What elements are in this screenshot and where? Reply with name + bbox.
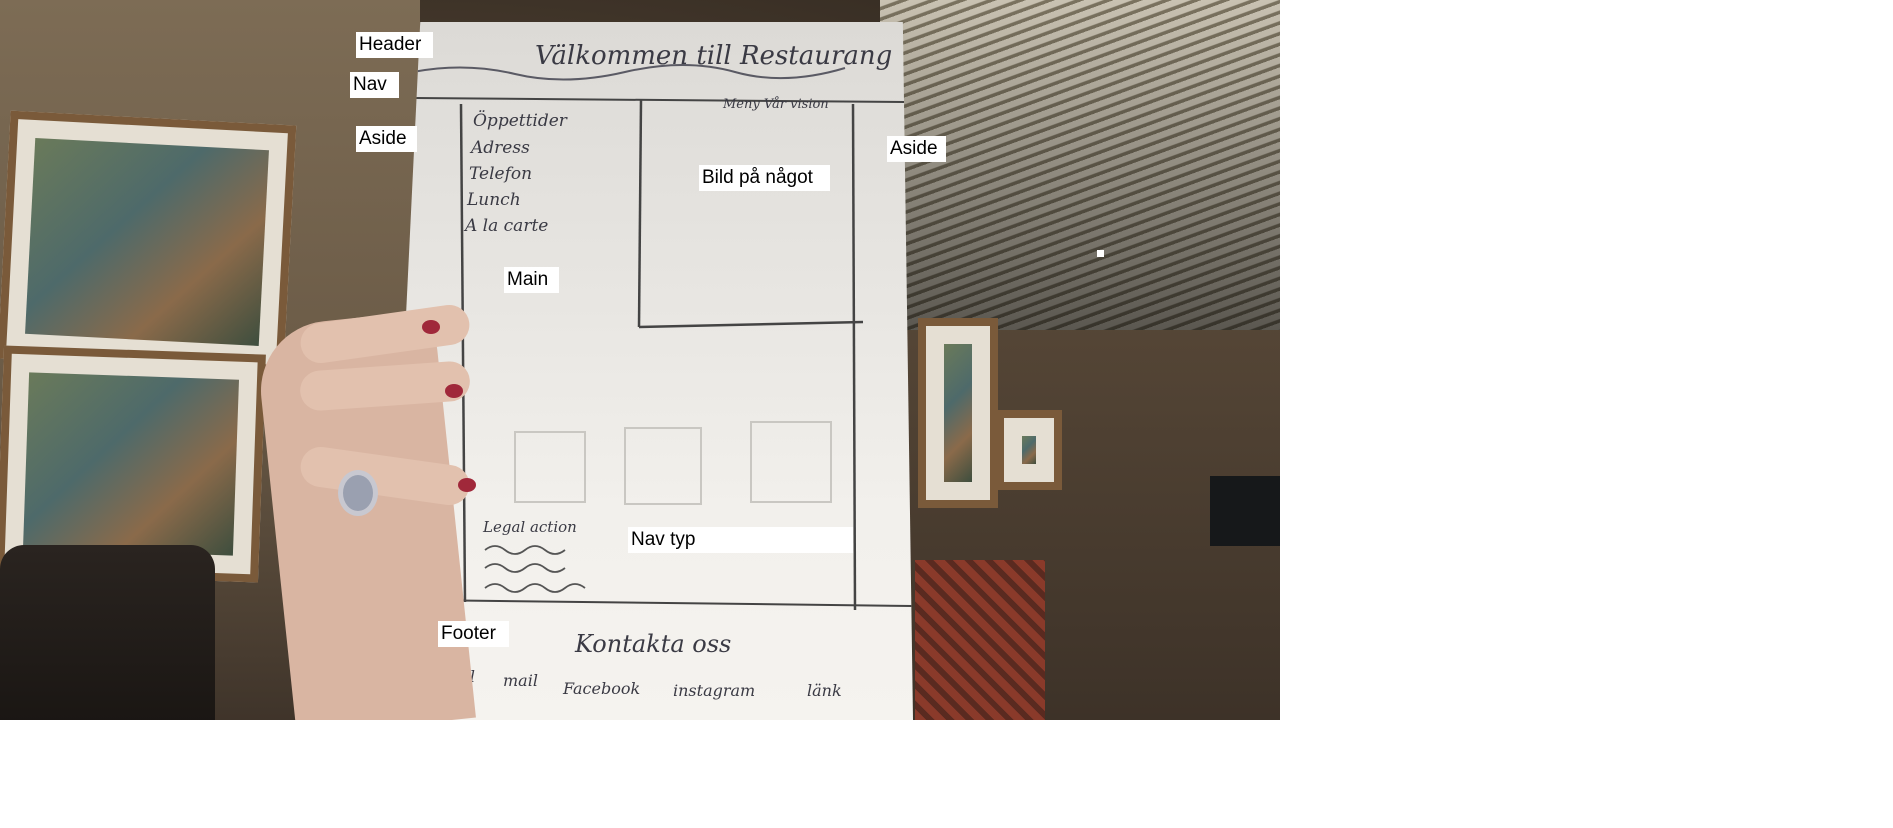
- label-aside-left: Aside: [356, 126, 417, 152]
- sketch-sidebar-item: Öppettider: [473, 110, 568, 131]
- label-nav-type: Nav typ: [628, 527, 853, 553]
- label-main: Main: [504, 267, 559, 293]
- wall-painting: [0, 110, 297, 374]
- photo-background: Välkommen till Restaurang Meny Vår visio…: [0, 0, 1280, 720]
- ceiling-shadow: [880, 0, 1280, 330]
- person-shirt: [915, 560, 1045, 720]
- sketch-sidebar-item: A la carte: [463, 216, 548, 236]
- label-aside-right: Aside: [887, 136, 946, 162]
- ring: [338, 470, 378, 516]
- marker-dot: [1097, 250, 1104, 257]
- wall-painting: [918, 318, 998, 508]
- sketch-title: Välkommen till Restaurang: [535, 41, 892, 71]
- sketch-paper: Välkommen till Restaurang Meny Vår visio…: [405, 22, 913, 720]
- label-image: Bild på något: [699, 165, 830, 191]
- label-footer: Footer: [438, 621, 509, 647]
- sketch-footer-link: Facebook: [562, 679, 640, 698]
- sketch-footer-title: Kontakta oss: [574, 630, 731, 658]
- sketch-legal: Legal action: [482, 518, 577, 536]
- sketch-footer-link: instagram: [673, 681, 755, 700]
- sketch-footer-link: mail: [503, 671, 538, 690]
- sketch-sidebar-item: Adress: [469, 138, 530, 158]
- lamp: [1210, 476, 1280, 546]
- fingernail: [458, 478, 476, 492]
- sketch-footer-link: länk: [807, 681, 842, 700]
- label-nav: Nav: [350, 72, 399, 98]
- sketch-sidebar-item: Lunch: [466, 190, 521, 210]
- sketch-sidebar-item: Telefon: [469, 164, 532, 184]
- wireframe-sketch: Välkommen till Restaurang Meny Vår visio…: [409, 41, 913, 700]
- sketch-menu: Meny Vår vision: [722, 96, 829, 112]
- fingernail: [422, 320, 440, 334]
- fingernail: [445, 384, 463, 398]
- wall-painting: [996, 410, 1062, 490]
- label-header: Header: [356, 32, 433, 58]
- chair: [0, 545, 215, 720]
